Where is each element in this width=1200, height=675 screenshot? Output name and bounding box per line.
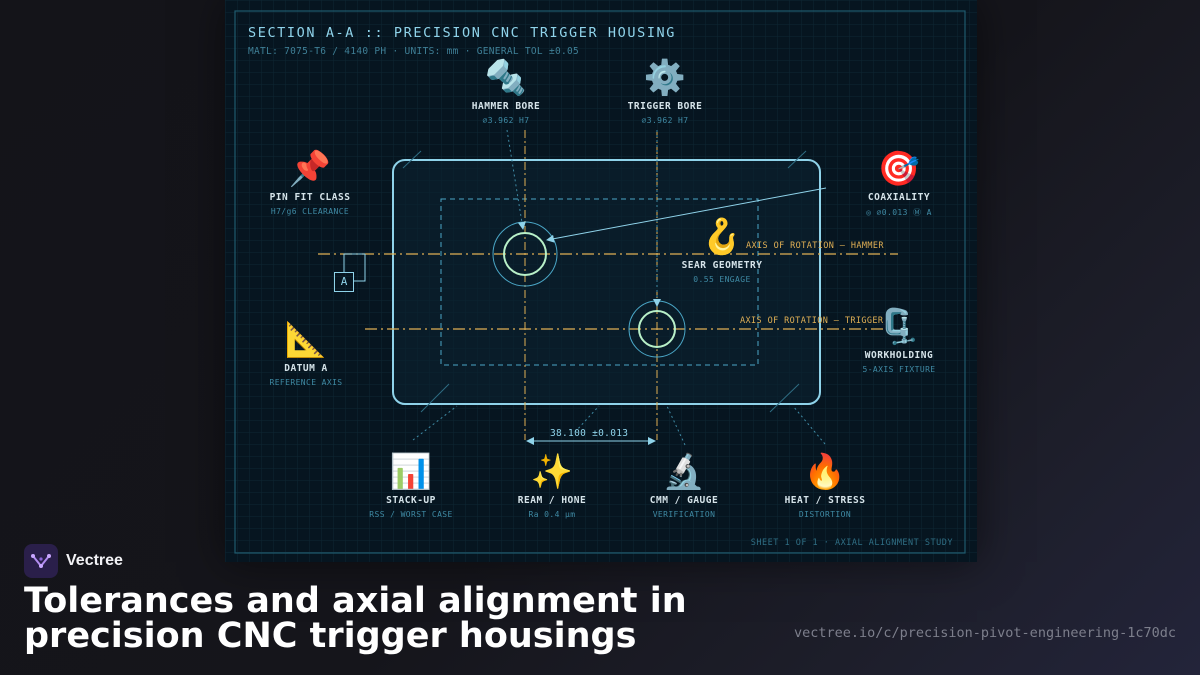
housing-outline	[392, 159, 821, 405]
datum-a-box: A	[334, 272, 354, 292]
pushpin-icon: 📌	[288, 149, 332, 189]
drawing-sheet: SECTION A-A :: PRECISION CNC TRIGGER HOU…	[225, 0, 977, 562]
callout-coaxiality: 🎯 COAXIALITY ◎ ⌀0.013 Ⓜ A	[819, 149, 979, 218]
callout-pin-fit: 📌 PIN FIT CLASS H7/g6 CLEARANCE	[230, 149, 390, 216]
bolt-icon: 🔩	[484, 58, 528, 98]
callout-sub: ⌀3.962 H7	[482, 116, 530, 125]
callout-sub: ◎ ⌀0.013 Ⓜ A	[866, 208, 932, 217]
hook-icon: 🪝	[700, 217, 744, 257]
sheet-border	[234, 10, 966, 554]
callout-sub: 0.55 ENGAGE	[693, 275, 751, 284]
callout-stackup: 📊 STACK-UP RSS / WORST CASE	[331, 452, 491, 519]
target-icon: 🎯	[877, 149, 921, 189]
callout-workholding: 🗜️ WORKHOLDING 5-AXIS FIXTURE	[819, 307, 979, 374]
callout-label: TRIGGER BORE	[627, 101, 703, 112]
trigger-axis-label: AXIS OF ROTATION — TRIGGER	[740, 316, 884, 326]
callout-label: WORKHOLDING	[864, 350, 934, 361]
brand-name: Vectree	[66, 552, 123, 569]
hammer-bore	[503, 232, 547, 276]
trigger-bore	[638, 310, 676, 348]
callout-sub: DISTORTION	[798, 510, 852, 519]
callout-label: CMM / GAUGE	[649, 495, 719, 506]
callout-label: SEAR GEOMETRY	[681, 260, 763, 271]
callout-sear: 🪝 SEAR GEOMETRY 0.55 ENGAGE	[642, 217, 802, 284]
callout-sub: RSS / WORST CASE	[369, 510, 453, 519]
callout-hammer-bore: 🔩 HAMMER BORE ⌀3.962 H7	[426, 58, 586, 125]
bar-chart-icon: 📊	[389, 452, 433, 492]
gear-icon: ⚙️	[643, 58, 687, 98]
dimension-label: 38.100 ±0.013	[550, 428, 629, 439]
page-headline: Tolerances and axial alignment in precis…	[24, 581, 687, 656]
callout-datum-a: 📐 DATUM A REFERENCE AXIS	[226, 320, 386, 387]
callout-label: DATUM A	[284, 363, 328, 374]
callout-sub: ⌀3.962 H7	[641, 116, 689, 125]
fire-icon: 🔥	[803, 452, 847, 492]
hammer-axis-label: AXIS OF ROTATION — HAMMER	[746, 241, 884, 251]
sheet-footer: SHEET 1 OF 1 · AXIAL ALIGNMENT STUDY	[750, 538, 953, 548]
callout-label: PIN FIT CLASS	[269, 192, 351, 203]
callout-sub: VERIFICATION	[652, 510, 716, 519]
callout-heat: 🔥 HEAT / STRESS DISTORTION	[745, 452, 905, 519]
callout-sub: 5-AXIS FIXTURE	[862, 365, 936, 374]
callout-label: COAXIALITY	[867, 192, 931, 203]
drawing-meta: MATL: 7075-T6 / 4140 PH · UNITS: mm · GE…	[248, 46, 580, 57]
callout-label: HAMMER BORE	[471, 101, 541, 112]
callout-label: HEAT / STRESS	[784, 495, 866, 506]
callout-label: STACK-UP	[386, 495, 436, 506]
callout-sub: Ra 0.4 µm	[528, 510, 576, 519]
sparkles-icon: ✨	[530, 452, 574, 492]
callout-sub: REFERENCE AXIS	[269, 378, 343, 387]
pocket-outline	[440, 198, 759, 366]
drawing-canvas	[225, 0, 977, 562]
microscope-icon: 🔬	[662, 452, 706, 492]
brand[interactable]: Vectree	[24, 544, 123, 578]
callout-label: REAM / HONE	[517, 495, 587, 506]
callout-cmm: 🔬 CMM / GAUGE VERIFICATION	[604, 452, 764, 519]
drawing-title: SECTION A-A :: PRECISION CNC TRIGGER HOU…	[248, 25, 677, 41]
callout-ream: ✨ REAM / HONE Ra 0.4 µm	[472, 452, 632, 519]
callout-trigger-bore: ⚙️ TRIGGER BORE ⌀3.962 H7	[585, 58, 745, 125]
vectree-logo-icon	[24, 544, 58, 578]
clamp-icon: 🗜️	[877, 307, 921, 347]
triangle-ruler-icon: 📐	[284, 320, 328, 360]
callout-sub: H7/g6 CLEARANCE	[270, 207, 350, 216]
page-url[interactable]: vectree.io/c/precision-pivot-engineering…	[793, 625, 1176, 641]
